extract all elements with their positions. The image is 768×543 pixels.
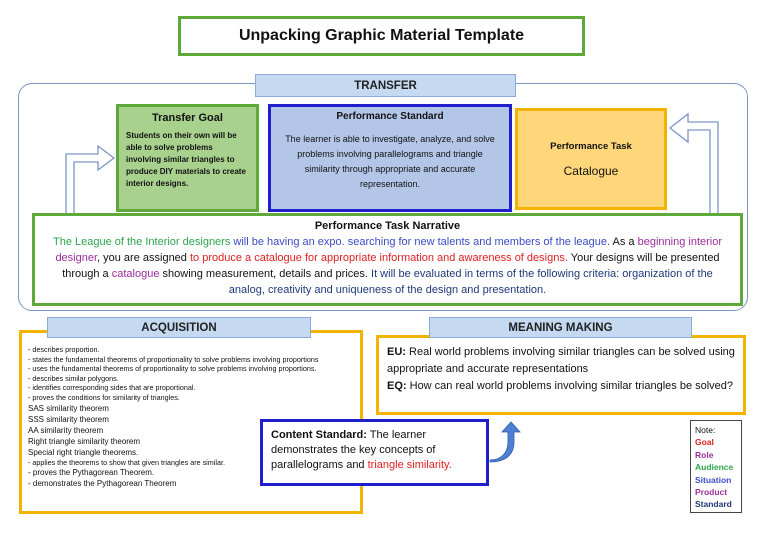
acquisition-item: SSS similarity theorem <box>28 414 109 424</box>
note-item: Situation <box>695 474 732 485</box>
narrative-segment: It will be evaluated in terms of the fol… <box>228 268 713 296</box>
transfer-tab: TRANSFER <box>255 74 516 97</box>
eu-label: EU: <box>387 346 406 358</box>
performance-standard-box: Performance Standard The learner is able… <box>268 104 512 212</box>
narrative-segment: , you are assigned <box>97 252 190 264</box>
content-standard-text: Content Standard: The learner demonstrat… <box>271 428 478 473</box>
note-item: Audience <box>695 462 734 473</box>
curved-up-arrow-icon <box>489 421 521 463</box>
performance-task-narrative-box: Performance Task Narrative The League of… <box>32 213 743 306</box>
content-standard-red: triangle similarity. <box>367 459 452 471</box>
narrative-text: The League of the Interior designers wil… <box>43 234 732 298</box>
transfer-goal-heading: Transfer Goal <box>152 112 223 124</box>
performance-standard-heading: Performance Standard <box>336 111 444 122</box>
acquisition-item: - applies the theorems to show that give… <box>28 457 225 467</box>
acquisition-item: - states the fundamental theorems of pro… <box>28 354 319 364</box>
acquisition-item: - proves the conditions for similarity o… <box>28 392 180 402</box>
acquisition-item: - proves the Pythagorean Theorem. <box>28 468 155 478</box>
acquisition-item: AA similarity theorem <box>28 425 104 435</box>
acquisition-item: Special right triangle theorems. <box>28 447 139 457</box>
note-item: Goal <box>695 437 714 448</box>
eq-label: EQ: <box>387 380 407 392</box>
acquisition-tab: ACQUISITION <box>47 317 311 338</box>
performance-task-text: Catalogue <box>563 163 619 178</box>
eq-paragraph: EQ: How can real world problems involvin… <box>387 378 735 395</box>
narrative-segment: catalogue <box>111 268 160 280</box>
eq-text: How can real world problems involving si… <box>406 380 734 392</box>
acquisition-list: - describes proportion. - states the fun… <box>28 345 354 489</box>
acquisition-item: - identifies corresponding sides that ar… <box>28 383 196 393</box>
acquisition-item: SAS similarity theorem <box>28 403 109 413</box>
note-legend: Note: Goal Role Audience Situation Produ… <box>690 420 742 513</box>
narrative-segment: The League of the Interior designers <box>53 236 231 248</box>
note-item: Note: <box>695 425 716 435</box>
narrative-segment: to produce a catalogue for appropriate i… <box>189 252 568 264</box>
content-standard-label: Content Standard: <box>271 429 367 441</box>
performance-standard-text: The learner is able to investigate, anal… <box>285 134 495 189</box>
page-title: Unpacking Graphic Material Template <box>178 16 585 56</box>
narrative-segment: showing measurement, details and prices. <box>159 268 368 280</box>
acquisition-item: - describes similar polygons. <box>28 373 119 383</box>
note-item: Standard <box>695 499 732 510</box>
eu-paragraph: EU: Real world problems involving simila… <box>387 344 735 378</box>
transfer-goal-text: Students on their own will be able to so… <box>126 131 246 188</box>
note-item: Product <box>695 487 728 498</box>
content-standard-body: The learner demonstrates the key concept… <box>271 429 436 471</box>
narrative-segment: beginning interior designer <box>55 236 722 264</box>
transfer-goal-box: Transfer Goal Students on their own will… <box>116 104 259 212</box>
meaning-making-box: EU: Real world problems involving simila… <box>376 335 746 415</box>
narrative-heading: Performance Task Narrative <box>314 220 461 232</box>
note-item: Role <box>695 449 714 460</box>
acquisition-item: - uses the fundamental theorems of propo… <box>28 364 317 374</box>
content-standard-box: Content Standard: The learner demonstrat… <box>260 419 489 486</box>
narrative-segment: As a <box>610 236 638 248</box>
narrative-segment: Your designs will be presented through a <box>62 252 720 280</box>
narrative-segment: will be having an expo. searching for ne… <box>230 236 611 248</box>
meaning-making-tab: MEANING MAKING <box>429 317 692 338</box>
right-up-arrow-icon <box>668 112 719 215</box>
performance-task-heading: Performance Task <box>550 140 632 152</box>
eu-text: Real world problems involving similar tr… <box>387 346 735 375</box>
performance-task-box: Performance Task Catalogue <box>515 108 667 210</box>
acquisition-item: - describes proportion. <box>28 345 100 354</box>
acquisition-item: - demonstrates the Pythagorean Theorem <box>28 479 177 489</box>
left-up-arrow-icon <box>65 144 116 223</box>
acquisition-item: Right triangle similarity theorem <box>28 436 141 446</box>
